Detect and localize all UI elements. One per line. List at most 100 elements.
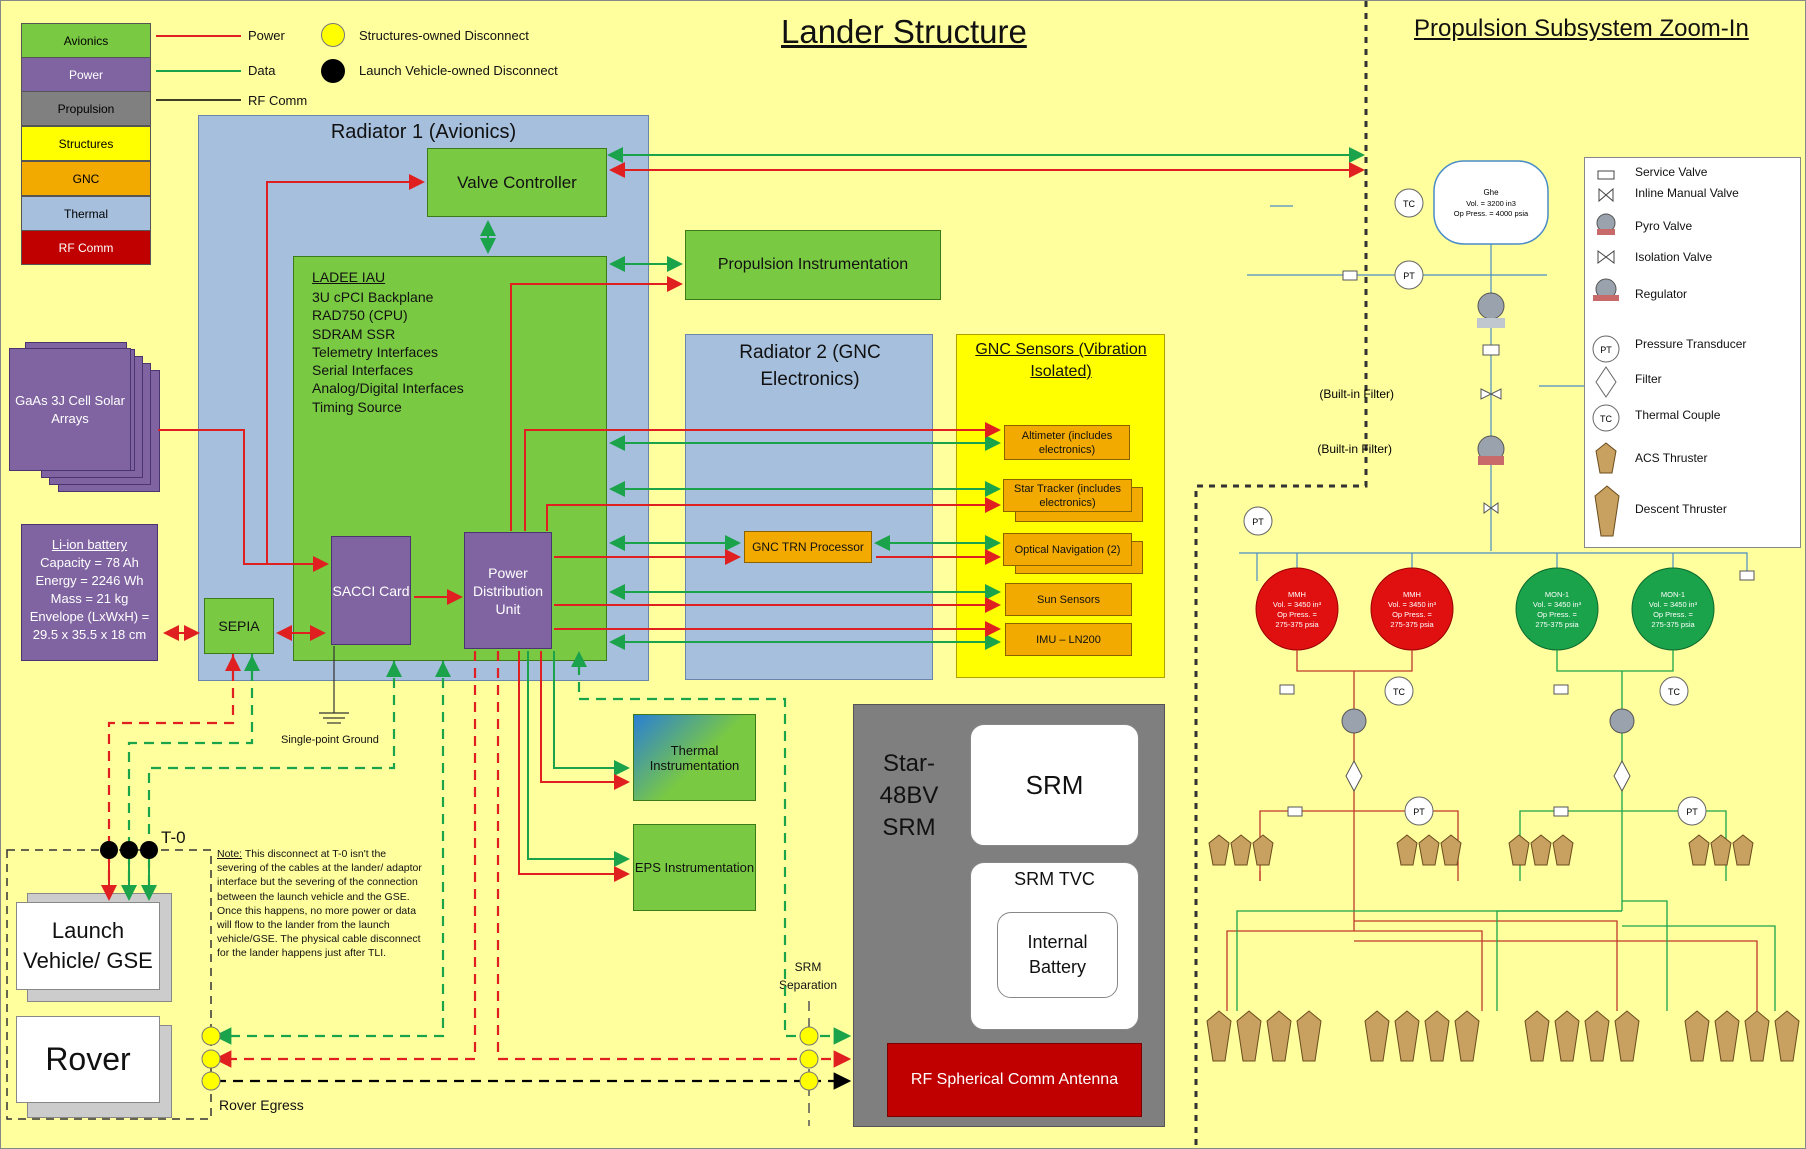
iau-features: 3U cPCI Backplane RAD750 (CPU) SDRAM SSR… [312,288,464,416]
star-48bv-srm-title: Star-48BV SRM [879,750,939,841]
structures-disconnect-icon [321,23,345,47]
service-valve-icon [1597,170,1615,180]
ghe-tank [1433,160,1549,245]
filter-icon [1595,366,1617,398]
legend-line-power: Power [248,28,285,43]
propulsion-instrumentation: Propulsion Instrumentation [685,230,941,300]
iau-feature: Analog/Digital Interfaces [312,380,464,397]
descent-thruster-icon [1594,485,1620,537]
iau-feature: SDRAM SSR [312,325,396,342]
pyro-valve-icon [1477,435,1505,465]
tank-range: 275-375 psia [1535,620,1579,629]
imu-ln200: IMU – LN200 [1005,623,1132,656]
battery-spec: Mass = 21 kg [50,591,129,606]
altimeter: Altimeter (includes electronics) [1004,425,1130,460]
iau-feature: Telemetry Interfaces [312,343,439,360]
rover-egress-label: Rover Egress [219,1097,304,1113]
legend-gnc: GNC [21,161,151,196]
tank-press: Op Press. = [1277,610,1317,619]
service-valve-icon [1342,270,1358,281]
optical-navigation: Optical Navigation (2) [1003,533,1132,566]
gnc-trn-processor: GNC TRN Processor [744,531,872,563]
legend-service-valve: Service Valve [1635,165,1708,179]
mmh-tank-1 [1255,567,1339,651]
legend-line-rf: RF Comm [248,93,308,108]
mmh-tank-2 [1370,567,1454,651]
legend-line-data: Data [248,63,276,78]
service-valve-icon [1739,570,1755,581]
internal-battery: Internal Battery [997,912,1118,998]
single-point-ground-label: Single-point Ground [281,734,379,746]
legend-launch-disconnect: Launch Vehicle-owned Disconnect [359,63,558,78]
tc-label: TC [1393,687,1405,697]
ghe-press: Op Press. = 4000 psia [1454,209,1529,218]
tank-vol: Vol. = 3450 in³ [1388,600,1437,609]
isolation-valve-icon [1480,388,1502,400]
srm-tvc-title: SRM TVC [1014,869,1095,889]
pt-icon-label: PT [1600,345,1612,355]
srm: SRM [970,724,1139,846]
tank-range: 275-375 psia [1651,620,1695,629]
pyro-valve-icon [1596,213,1616,235]
valve-controller: Valve Controller [427,148,607,217]
legend-rf-comm: RF Comm [21,230,151,265]
tank-press: Op Press. = [1392,610,1432,619]
mon1-tank-1 [1515,567,1599,651]
note-label: Note: [217,848,243,860]
legend-pressure-transducer: Pressure Transducer [1635,337,1747,351]
legend-descent-thruster: Descent Thruster [1635,502,1727,516]
pt-label: PT [1252,517,1264,527]
regulator-icon [1477,292,1505,328]
radiator-2-title: Radiator 2 (GNC Electronics) [739,342,881,390]
iau-feature: Serial Interfaces [312,362,414,379]
regulator-icon [1341,708,1367,734]
legend-power: Power [21,57,151,92]
note-text: This disconnect at T-0 isn't the severin… [217,848,422,960]
tank-press: Op Press. = [1653,610,1693,619]
iau-title: LADEE IAU [312,269,386,285]
legend-pyro-valve: Pyro Valve [1635,219,1693,233]
inline-manual-valve-icon [1483,502,1499,514]
iau-feature: 3U cPCI Backplane [312,289,434,305]
legend-structures: Structures [21,126,151,161]
lander-title: Lander Structure [781,13,1027,50]
battery-spec: Energy = 2246 Wh [35,573,144,588]
star-tracker: Star Tracker (includes electronics) [1003,479,1132,512]
rover: Rover [16,1016,160,1103]
battery-spec: Envelope (LxWxH) = [29,609,150,624]
propulsion-schematic: Ghe Vol. = 3200 in3 Op Press. = 4000 psi… [1206,160,1800,1062]
sepia: SEPIA [204,598,274,654]
legend-regulator: Regulator [1635,287,1688,301]
pressure-transducer-icon [1592,335,1620,363]
tc-label: TC [1403,199,1415,209]
eps-instrumentation: EPS Instrumentation [633,824,756,911]
legend-line-swatches [156,35,241,101]
legend-isolation-valve: Isolation Valve [1635,250,1713,264]
legend-inline-manual-valve: Inline Manual Valve [1635,186,1739,200]
tc-label: TC [1668,687,1680,697]
tank-vol: Vol. = 3450 in³ [1649,600,1698,609]
tank-name: MON-1 [1661,590,1685,599]
solar-arrays: GaAs 3J Cell Solar Arrays [9,348,131,471]
propulsion-title: Propulsion Subsystem Zoom-In [1414,15,1749,42]
propulsion-legend-icons: PT TC [1592,170,1620,537]
battery-spec: Capacity = 78 Ah [40,555,139,570]
legend-thermal: Thermal [21,196,151,231]
srm-separation-label: SRM Separation [778,960,838,992]
inline-manual-valve-icon [1598,187,1614,203]
launch-disconnect-icon [321,59,345,83]
battery-title: Li-ion battery [51,537,128,552]
tank-range: 275-375 psia [1275,620,1319,629]
legend-structures-disconnect: Structures-owned Disconnect [359,28,529,43]
mon1-tank-2 [1631,567,1715,651]
launch-vehicle-gse: Launch Vehicle/ GSE [16,902,160,990]
built-in-filter-label: (Built-in Filter) [1319,387,1394,401]
sun-sensors: Sun Sensors [1005,583,1132,616]
regulator-icon [1609,708,1635,734]
tank-name: MMH [1403,590,1421,599]
tank-vol: Vol. = 3450 in³ [1533,600,1582,609]
service-valve-icon [1482,344,1500,356]
pt-label: PT [1403,271,1415,281]
radiator-2 [685,334,933,680]
iau-feature: RAD750 (CPU) [312,307,408,324]
